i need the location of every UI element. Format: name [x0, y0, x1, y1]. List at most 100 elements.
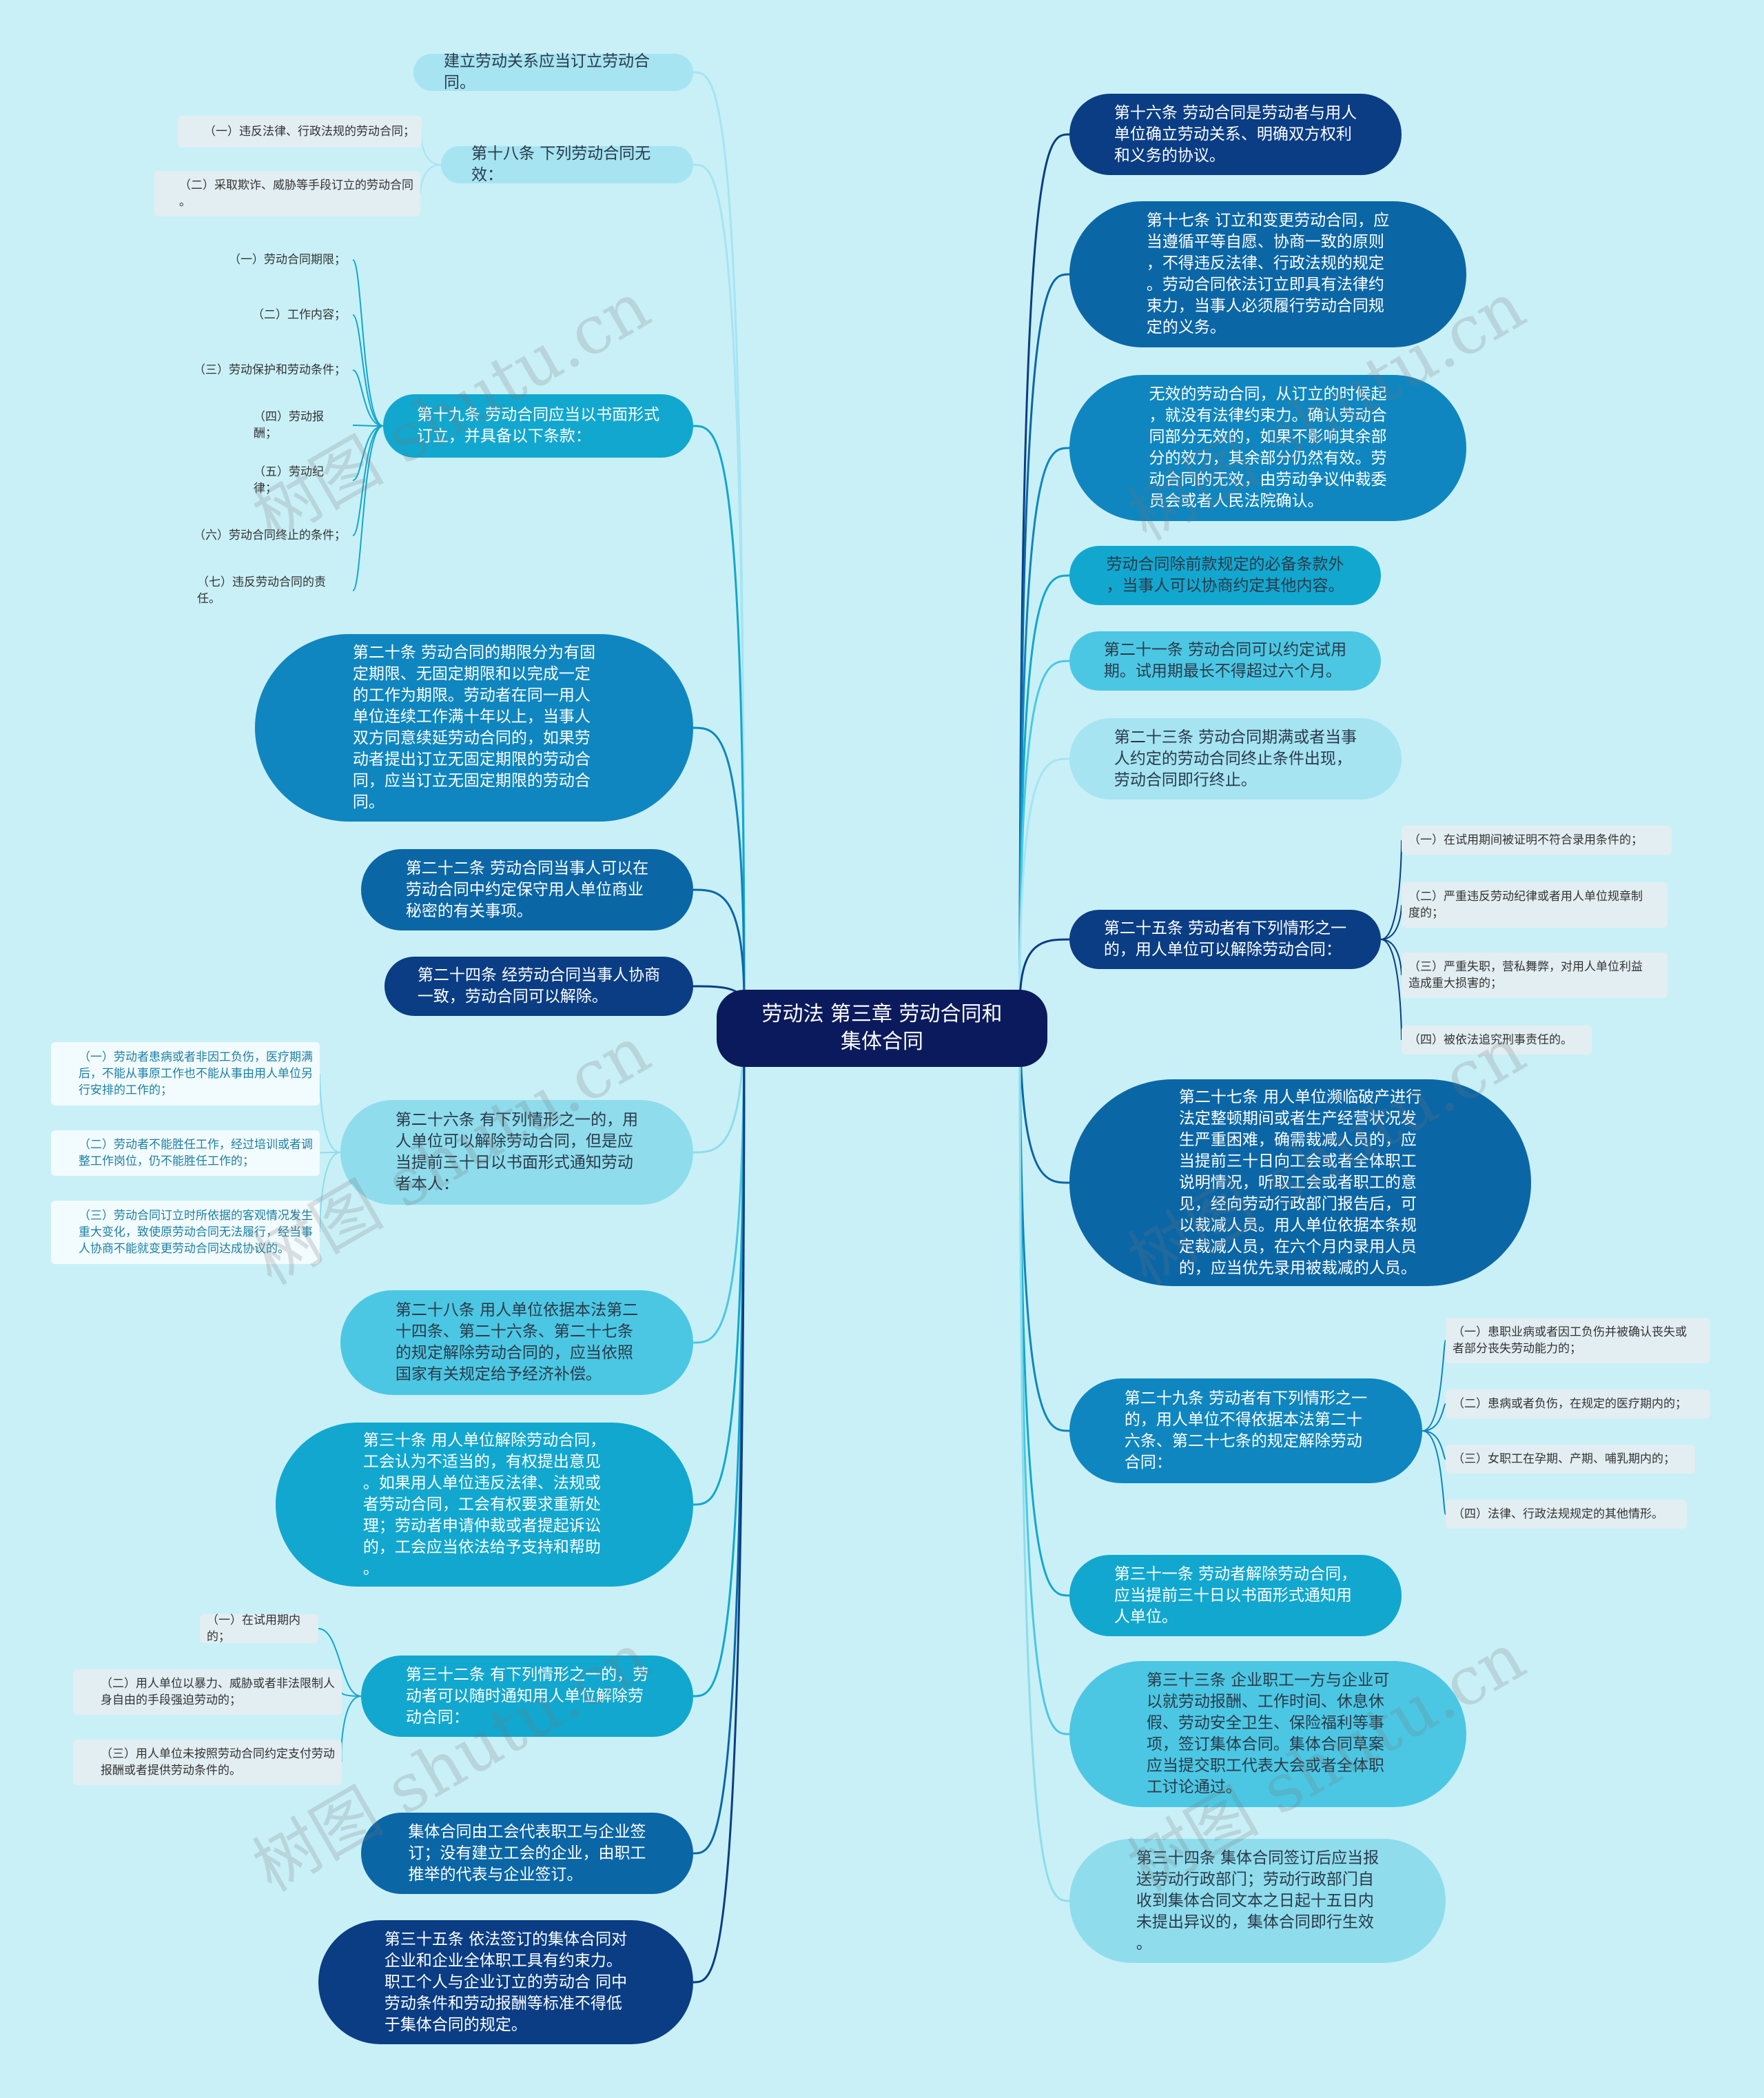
connector — [352, 425, 384, 591]
connector — [352, 425, 384, 427]
node-text: （二）工作内容； — [252, 308, 346, 322]
branch-r11[interactable]: 第三十三条 企业职工一方与企业可 以就劳动报酬、工作时间、休息休 假、劳动安全卫… — [1069, 1661, 1466, 1807]
connector — [1018, 574, 1070, 1006]
branch-r9[interactable]: 第二十九条 劳动者有下列情形之一 的，用人单位不得依据本法第二十 六条、第二十七… — [1069, 1378, 1422, 1483]
node-text: 第二十八条 用人单位依据本法第二 十四条、第二十六条、第二十七条 的规定解除劳动… — [395, 1301, 639, 1383]
root-topic[interactable]: 劳动法 第三章 劳动合同和 集体合同 — [717, 990, 1047, 1067]
node-text: （七）违反劳动合同的责任。 — [197, 576, 326, 606]
connector — [1422, 1340, 1446, 1432]
node-text: （二）采取欺诈、威胁等手段订立的劳动合同 。 — [179, 179, 413, 209]
branch-r2[interactable]: 第十七条 订立和变更劳动合同，应 当遵循平等自愿、协商一致的原则 ，不得违反法律… — [1069, 201, 1466, 347]
branch-r6[interactable]: 第二十三条 劳动合同期满或者当事 人约定的劳动合同终止条件出现， 劳动合同即行终… — [1069, 718, 1402, 800]
branch-l5[interactable]: 第二十二条 劳动合同当事人可以在 劳动合同中约定保守用人单位商业 秘密的有关事项… — [361, 849, 693, 930]
node-text: 第三十二条 有下列情形之一的，劳 动者可以随时通知用人单位解除劳 动合同： — [405, 1665, 649, 1727]
sub-item-l3-1[interactable]: （一）劳动合同期限； — [193, 245, 353, 274]
sub-item-l10-3[interactable]: （三）用人单位未按照劳动合同约定支付劳动 报酬或者提供劳动条件的。 — [73, 1740, 342, 1785]
connector — [1380, 839, 1402, 940]
sub-item-l10-1[interactable]: （一）在试用期内的； — [200, 1613, 318, 1644]
sub-item-r7-1[interactable]: （一）在试用期间被证明不符合录用条件的； — [1402, 826, 1672, 855]
sub-item-l3-5[interactable]: （五）劳动纪律； — [247, 465, 353, 496]
branch-r12[interactable]: 第三十四条 集体合同签订后应当报 送劳动行政部门；劳动行政部门自 收到集体合同文… — [1069, 1839, 1446, 1963]
connector — [693, 726, 746, 1006]
node-text: 集体合同由工会代表职工与企业签 订；没有建立工会的企业，由职工 推举的代表与企业… — [408, 1822, 646, 1884]
sub-item-l10-2[interactable]: （二）用人单位以暴力、威胁或者非法限制人 身自由的手段强迫劳动的； — [73, 1669, 342, 1715]
sub-item-l7-3[interactable]: （三）劳动合同订立时所依据的客观情况发生 重大变化，致使原劳动合同无法履行，经当… — [51, 1201, 320, 1264]
connector — [1018, 273, 1070, 1006]
sub-item-l3-2[interactable]: （二）工作内容； — [245, 301, 353, 329]
node-text: （二）患病或者负伤，在规定的医疗期内的； — [1453, 1397, 1687, 1411]
branch-l2[interactable]: 第十八条 下列劳动合同无效： — [441, 145, 693, 184]
branch-l1[interactable]: 建立劳动关系应当订立劳动合同。 — [413, 52, 693, 92]
sub-item-r7-2[interactable]: （二）严重违反劳动纪律或者用人单位规章制 度的； — [1402, 882, 1668, 928]
node-text: （一）在试用期间被证明不符合录用条件的； — [1408, 833, 1643, 847]
node-text: （五）劳动纪律； — [254, 465, 324, 496]
branch-r5[interactable]: 第二十一条 劳动合同可以约定试用 期。试用期最长不得超过六个月。 — [1069, 631, 1381, 691]
node-text: 第三十五条 依法签订的集体合同对 企业和企业全体职工具有约束力。 职工个人与企业… — [384, 1930, 628, 2034]
branch-r10[interactable]: 第三十一条 劳动者解除劳动合同， 应当提前三十日以书面形式通知用 人单位。 — [1069, 1555, 1402, 1636]
connector — [352, 314, 384, 427]
sub-item-l3-4[interactable]: （四）劳动报酬； — [247, 410, 353, 440]
branch-l11[interactable]: 集体合同由工会代表职工与企业签 订；没有建立工会的企业，由职工 推举的代表与企业… — [361, 1813, 693, 1894]
connector — [1018, 447, 1070, 1006]
node-text: 第三十三条 企业职工一方与企业可 以就劳动报酬、工作时间、休息休 假、劳动安全卫… — [1146, 1671, 1390, 1796]
connector — [693, 163, 746, 1006]
node-text: 第二十条 劳动合同的期限分为有固 定期限、无固定期限和以完成一定 的工作为期限。… — [352, 644, 596, 811]
sub-item-l3-3[interactable]: （三）劳动保护和劳动条件； — [186, 356, 353, 385]
branch-l7[interactable]: 第二十六条 有下列情形之一的，用 人单位可以解除劳动合同，但是应 当提前三十日以… — [340, 1100, 693, 1205]
branch-l10[interactable]: 第三十二条 有下列情形之一的，劳 动者可以随时通知用人单位解除劳 动合同： — [361, 1656, 693, 1737]
node-text: （三）劳动合同订立时所依据的客观情况发生 重大变化，致使原劳动合同无法履行，经当… — [79, 1209, 313, 1256]
node-text: 第十九条 劳动合同应当以书面形式 订立，并具备以下条款： — [416, 406, 660, 445]
connector — [1380, 904, 1402, 940]
sub-item-r9-3[interactable]: （三）女职工在孕期、产期、哺乳期内的； — [1446, 1445, 1695, 1474]
node-text: （一）违反法律、行政法规的劳动合同； — [204, 125, 415, 139]
sub-item-r9-1[interactable]: （一）患职业病或者因工负伤并被确认丧失或 者部分丧失劳动能力的； — [1446, 1318, 1710, 1363]
connector — [1422, 1430, 1446, 1460]
connector — [352, 425, 384, 481]
sub-item-l3-7[interactable]: （七）违反劳动合同的责任。 — [190, 576, 353, 606]
node-text: 第二十九条 劳动者有下列情形之一 的，用人单位不得依据本法第二十 六条、第二十七… — [1124, 1389, 1368, 1471]
branch-r3[interactable]: 无效的劳动合同，从订立的时候起 ，就没有法律约束力。确认劳动合 同部分无效的，如… — [1069, 375, 1466, 521]
branch-r1[interactable]: 第十六条 劳动合同是劳动者与用人 单位确立劳动关系、明确双方权利 和义务的协议。 — [1069, 94, 1402, 175]
node-text: （三）劳动保护和劳动条件； — [194, 363, 346, 377]
node-text: （一）在试用期内的； — [207, 1613, 300, 1644]
connector — [352, 369, 384, 427]
connector — [693, 1005, 746, 1855]
connector — [693, 1005, 746, 1984]
branch-l6[interactable]: 第二十四条 经劳动合同当事人协商 一致，劳动合同可以解除。 — [384, 957, 693, 1016]
sub-item-r7-3[interactable]: （三）严重失职，营私舞弊，对用人单位利益 造成重大损害的； — [1402, 953, 1668, 998]
branch-l9[interactable]: 第三十条 用人单位解除劳动合同， 工会认为不适当的，有权提出意见 。如果用人单位… — [276, 1423, 693, 1587]
node-text: （一）患职业病或者因工负伤并被确认丧失或 者部分丧失劳动能力的； — [1453, 1325, 1687, 1356]
branch-l4[interactable]: 第二十条 劳动合同的期限分为有固 定期限、无固定期限和以完成一定 的工作为期限。… — [255, 634, 693, 822]
sub-item-r9-4[interactable]: （四）法律、行政法规规定的其他情形。 — [1446, 1500, 1687, 1529]
node-text: 劳动法 第三章 劳动合同和 集体合同 — [761, 1002, 1003, 1054]
branch-l8[interactable]: 第二十八条 用人单位依据本法第二 十四条、第二十六条、第二十七条 的规定解除劳动… — [340, 1290, 693, 1395]
connector — [319, 1152, 341, 1154]
connector — [1380, 939, 1402, 1041]
branch-l12[interactable]: 第三十五条 依法签订的集体合同对 企业和企业全体职工具有约束力。 职工个人与企业… — [318, 1920, 693, 2044]
connector — [693, 888, 746, 1006]
sub-item-l7-1[interactable]: （一）劳动者患病或者非因工负伤，医疗期满 后，不能从事原工作也不能从事由用人单位… — [51, 1042, 320, 1106]
connector — [1018, 938, 1070, 1006]
node-text: 第二十七条 用人单位濒临破产进行 法定整顿期间或者生产经营状况发 生严重困难，确… — [1178, 1088, 1422, 1277]
node-text: （四）劳动报酬； — [254, 410, 324, 440]
node-text: 第三十条 用人单位解除劳动合同， 工会认为不适当的，有权提出意见 。如果用人单位… — [362, 1431, 606, 1578]
branch-l3[interactable]: 第十九条 劳动合同应当以书面形式 订立，并具备以下条款： — [383, 394, 693, 458]
branch-r8[interactable]: 第二十七条 用人单位濒临破产进行 法定整顿期间或者生产经营状况发 生严重困难，确… — [1069, 1079, 1531, 1286]
sub-item-r9-2[interactable]: （二）患病或者负伤，在规定的医疗期内的； — [1446, 1389, 1710, 1418]
sub-item-r7-4[interactable]: （四）被依法追究刑事责任的。 — [1402, 1026, 1592, 1055]
sub-item-l2-1[interactable]: （一）违反法律、行政法规的劳动合同； — [178, 116, 422, 147]
branch-r7[interactable]: 第二十五条 劳动者有下列情形之一 的，用人单位可以解除劳动合同： — [1069, 910, 1381, 969]
connector — [693, 1005, 746, 1506]
connector — [1380, 939, 1402, 976]
connector — [1422, 1403, 1446, 1432]
sub-item-l3-6[interactable]: （六）劳动合同终止的条件； — [186, 521, 353, 550]
connector — [420, 131, 442, 165]
node-text: 第二十五条 劳动者有下列情形之一 的，用人单位可以解除劳动合同： — [1103, 919, 1347, 959]
connector — [693, 425, 746, 1006]
node-text: （四）法律、行政法规规定的其他情形。 — [1453, 1507, 1663, 1521]
sub-item-l2-2[interactable]: （二）采取欺诈、威胁等手段订立的劳动合同 。 — [154, 171, 420, 216]
branch-r4[interactable]: 劳动合同除前款规定的必备条款外 ，当事人可以协商约定其他内容。 — [1069, 546, 1381, 605]
sub-item-l7-2[interactable]: （二）劳动者不能胜任工作，经过培训或者调 整工作岗位，仍不能胜任工作的； — [51, 1130, 320, 1176]
node-text: 第十六条 劳动合同是劳动者与用人 单位确立劳动关系、明确双方权利 和义务的协议。 — [1114, 103, 1357, 165]
